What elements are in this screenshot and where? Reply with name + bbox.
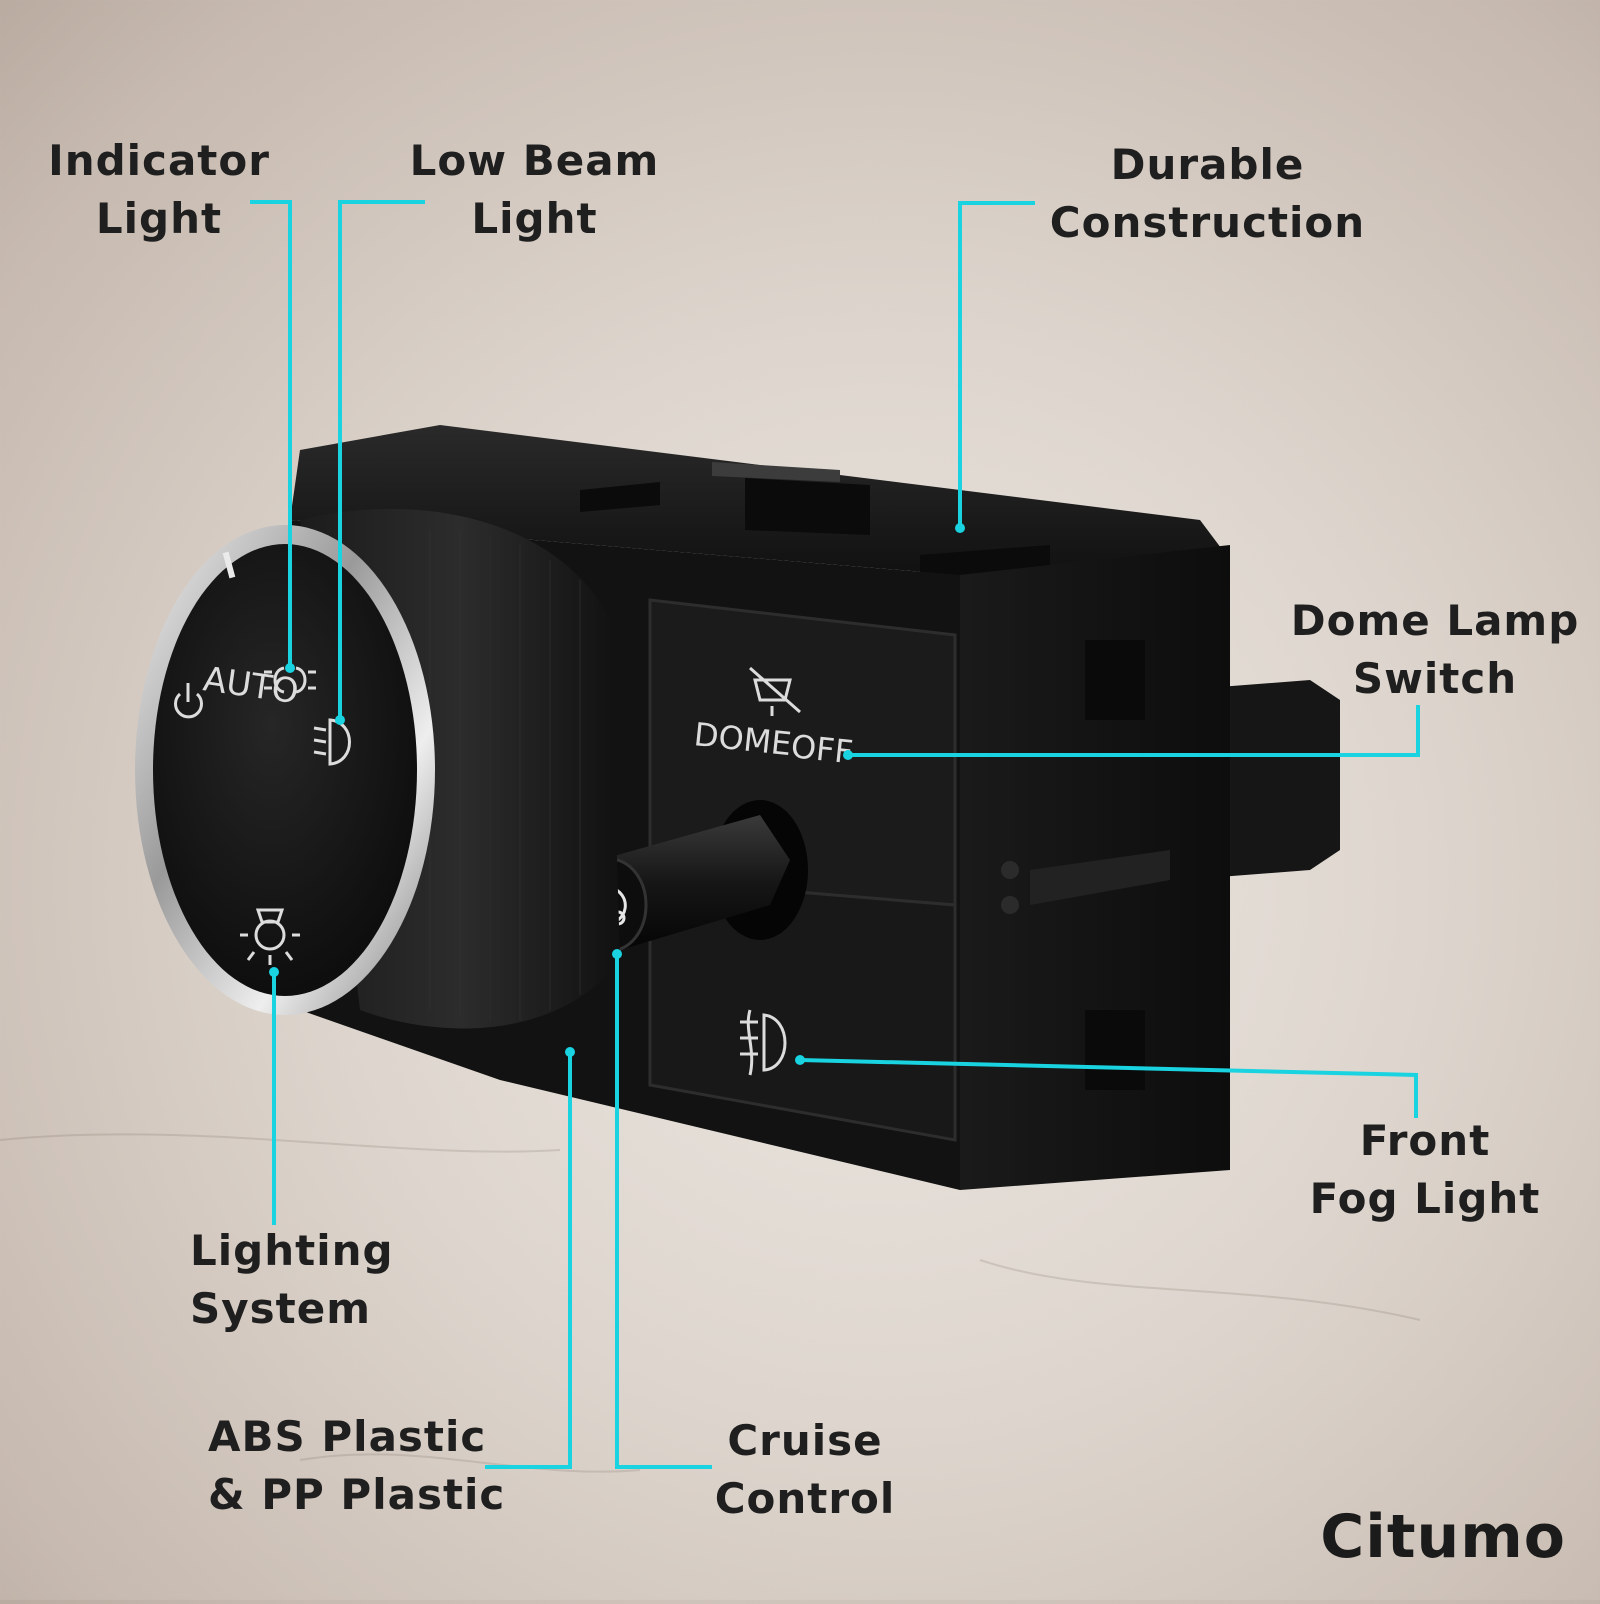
label-fog-line1: Front bbox=[1359, 1116, 1491, 1165]
cruise-stalk bbox=[600, 815, 790, 950]
label-low-beam-light: Low Beam Light bbox=[402, 132, 667, 248]
label-lighting-line1: Lighting bbox=[190, 1226, 394, 1275]
end-rivet bbox=[1001, 861, 1019, 879]
label-indicator-line1: Indicator bbox=[48, 136, 270, 185]
interior-lamp-icon bbox=[240, 908, 300, 965]
callout-line-indicator bbox=[250, 200, 292, 668]
top-clip bbox=[580, 482, 660, 512]
label-indicator-light: Indicator Light bbox=[44, 132, 274, 248]
label-cruise-line2: Control bbox=[714, 1474, 896, 1523]
knob-pointer bbox=[222, 551, 236, 579]
callout-lines bbox=[250, 200, 1420, 1469]
label-dome-line2: Switch bbox=[1352, 654, 1518, 703]
callout-line-durable bbox=[958, 201, 1035, 528]
parking-lamp-icon bbox=[264, 666, 316, 694]
off-marking: OFF bbox=[789, 727, 855, 771]
label-low-beam-line1: Low Beam bbox=[409, 136, 660, 185]
power-icon bbox=[174, 683, 203, 719]
label-dome-line1: Dome Lamp bbox=[1290, 596, 1580, 645]
label-abs-line1: ABS Plastic bbox=[208, 1412, 487, 1461]
label-durable-line1: Durable bbox=[1110, 140, 1305, 189]
end-notch bbox=[1085, 640, 1145, 720]
label-abs-plastic: ABS Plastic & PP Plastic bbox=[208, 1408, 508, 1524]
label-durable-construction: Durable Construction bbox=[1035, 136, 1380, 252]
label-low-beam-line2: Light bbox=[471, 194, 598, 243]
dome-off-icon bbox=[749, 666, 801, 716]
callout-line-abs bbox=[485, 1052, 572, 1469]
end-rivet bbox=[1001, 896, 1019, 914]
label-cruise-line1: Cruise bbox=[727, 1416, 883, 1465]
label-indicator-line2: Light bbox=[95, 194, 223, 243]
label-cruise-control: Cruise Control bbox=[710, 1412, 900, 1528]
brand-wordmark: Citumo bbox=[1320, 1502, 1566, 1572]
label-durable-line2: Construction bbox=[1049, 198, 1366, 247]
callout-dots bbox=[269, 523, 965, 1065]
callout-line-fog bbox=[799, 1058, 1418, 1118]
callout-line-cruise bbox=[615, 954, 712, 1469]
label-lighting-system: Lighting System bbox=[190, 1222, 395, 1338]
label-front-fog-light: Front Fog Light bbox=[1305, 1112, 1545, 1228]
end-notch bbox=[1085, 1010, 1145, 1090]
label-lighting-line2: System bbox=[190, 1284, 371, 1333]
fog-light-icon bbox=[740, 1009, 787, 1076]
callout-line-low-beam bbox=[338, 200, 425, 720]
top-window bbox=[712, 462, 840, 482]
top-clip bbox=[745, 478, 870, 535]
background-texture bbox=[0, 1133, 1421, 1473]
label-fog-line2: Fog Light bbox=[1309, 1174, 1541, 1223]
end-lever bbox=[1030, 850, 1170, 905]
label-dome-lamp-switch: Dome Lamp Switch bbox=[1290, 592, 1580, 708]
fog-panel bbox=[648, 878, 957, 1142]
callout-line-dome bbox=[848, 705, 1420, 757]
knob-face bbox=[153, 544, 417, 996]
label-abs-line2: & PP Plastic bbox=[208, 1470, 506, 1519]
